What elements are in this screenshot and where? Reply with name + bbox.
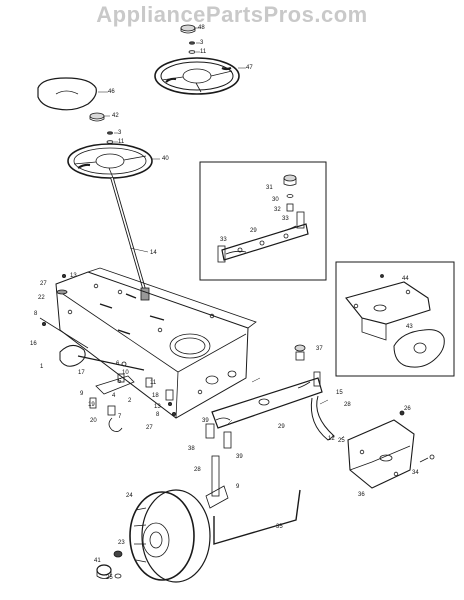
- callout-44: 44: [402, 276, 409, 282]
- callout-3b: 3: [118, 130, 122, 136]
- callout-24: 24: [126, 493, 133, 499]
- callout-8b: 8: [156, 412, 160, 418]
- callout-20: 20: [90, 418, 97, 424]
- callout-12: 12: [328, 436, 335, 442]
- callout-33b: 33: [220, 237, 227, 243]
- callout-25a: 25: [338, 438, 345, 444]
- watermark: AppliancePartsPros.com: [96, 2, 368, 27]
- linkage-left: [39, 273, 176, 432]
- front-axle: [205, 344, 335, 449]
- callout-13b: 13: [154, 404, 161, 410]
- callout-25b: 25: [106, 575, 113, 581]
- callout-22: 22: [38, 295, 45, 301]
- callout-19: 19: [88, 402, 95, 408]
- callout-11b: 11: [118, 139, 125, 145]
- callout-27a: 27: [40, 281, 47, 287]
- callout-5: 5: [118, 379, 122, 385]
- callout-10: 10: [122, 370, 129, 376]
- callout-17: 17: [78, 370, 85, 376]
- callout-2: 2: [128, 398, 132, 404]
- callout-48a: 48: [198, 25, 205, 31]
- callout-16: 16: [30, 341, 37, 347]
- steering-cover: [37, 77, 97, 111]
- callout-39a: 39: [202, 418, 209, 424]
- callout-30: 30: [272, 197, 279, 203]
- callout-35: 35: [276, 524, 283, 530]
- callout-40: 40: [162, 156, 169, 162]
- callout-28b: 28: [194, 467, 201, 473]
- callout-6: 6: [116, 361, 120, 367]
- callout-1: 1: [40, 364, 44, 370]
- leader-lines: [98, 27, 345, 441]
- callout-38: 38: [188, 446, 195, 452]
- callout-11a: 11: [200, 49, 207, 55]
- steering-wheel-lower: [67, 143, 153, 181]
- callout-9b: 9: [236, 484, 240, 490]
- callout-9: 9: [80, 391, 84, 397]
- front-wheel: [96, 489, 211, 583]
- callout-18: 18: [152, 393, 159, 399]
- inset-axle-detail: [199, 161, 327, 281]
- callout-46: 46: [108, 89, 115, 95]
- callout-42: 42: [112, 113, 119, 119]
- callout-26: 26: [404, 406, 411, 412]
- callout-31: 31: [266, 185, 273, 191]
- callout-37: 37: [316, 346, 323, 352]
- tie-rod: [213, 489, 301, 545]
- callout-8a: 8: [34, 311, 38, 317]
- callout-29b: 29: [278, 424, 285, 430]
- callout-34: 34: [412, 470, 419, 476]
- callout-3a: 3: [200, 40, 204, 46]
- callout-43: 43: [406, 324, 413, 330]
- callout-11c: 11: [150, 380, 157, 386]
- hardware-lower: [106, 131, 114, 144]
- spindle: [205, 455, 229, 509]
- callout-28: 28: [344, 402, 351, 408]
- callout-29a: 29: [250, 228, 257, 234]
- callout-4: 4: [112, 393, 116, 399]
- callout-36: 36: [358, 492, 365, 498]
- callout-14: 14: [150, 250, 157, 256]
- steering-shaft: [110, 177, 150, 301]
- inset-bracket-detail: [335, 261, 455, 377]
- callout-27b: 27: [146, 425, 153, 431]
- steering-bracket: [347, 410, 435, 489]
- callout-32: 32: [274, 207, 281, 213]
- callout-47: 47: [246, 65, 253, 71]
- callout-33a: 33: [282, 216, 289, 222]
- steering-wheel-upper: [154, 57, 240, 95]
- steering-cap-lower: [89, 112, 105, 122]
- callout-13a: 13: [70, 273, 77, 279]
- chassis-frame: [55, 267, 257, 419]
- steering-cap-upper: [180, 24, 196, 34]
- callout-41: 41: [94, 558, 101, 564]
- callout-15: 15: [336, 390, 343, 396]
- callout-39b: 39: [236, 454, 243, 460]
- callout-7: 7: [118, 414, 122, 420]
- hardware-upper: [188, 41, 196, 54]
- callout-23: 23: [118, 540, 125, 546]
